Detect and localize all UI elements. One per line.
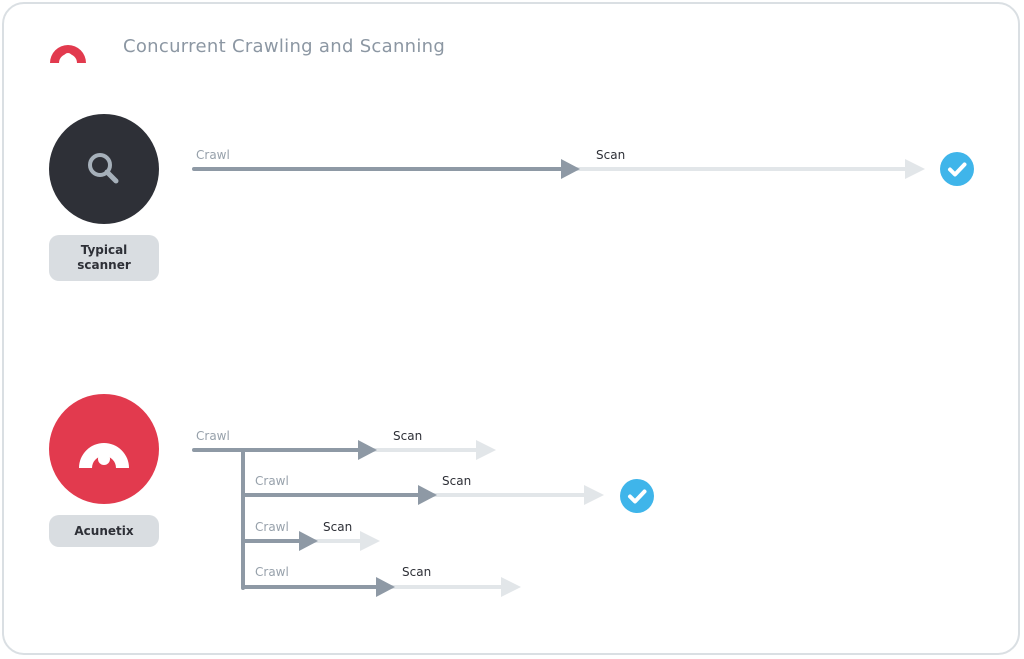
- check-icon: [948, 162, 967, 177]
- branch-4-scan-arrowhead: [501, 577, 521, 597]
- branch-4-crawl-label: Crawl: [255, 565, 289, 579]
- typical-scanner-badge: [49, 114, 159, 224]
- branch-1-crawl-arrowhead: [358, 440, 377, 460]
- typical-scan-label: Scan: [596, 148, 626, 162]
- acunetix-logo-icon: [50, 45, 86, 63]
- branch-2-scan-arrowhead: [584, 485, 604, 505]
- typical-scanner-label: Typical scanner: [49, 235, 159, 281]
- branch-4-scan-label: Scan: [402, 565, 432, 579]
- typical-crawl-arrowhead: [561, 159, 580, 179]
- acunetix-label: Acunetix: [49, 515, 159, 547]
- check-icon: [628, 489, 647, 504]
- branch-3-crawl-arrowhead: [299, 531, 318, 551]
- branch-1-scan-arrowhead: [476, 440, 496, 460]
- branch-2-crawl-label: Crawl: [255, 474, 289, 488]
- branch-3-crawl-label: Crawl: [255, 520, 289, 534]
- branch-4-crawl-arrowhead: [376, 577, 395, 597]
- typical-crawl-label: Crawl: [196, 148, 230, 162]
- search-icon: [88, 153, 119, 184]
- typical-scan-arrowhead: [905, 159, 925, 179]
- branch-1-crawl-label: Crawl: [196, 429, 230, 443]
- acunetix-check-icon: [620, 479, 654, 513]
- branch-2-crawl-arrowhead: [418, 485, 437, 505]
- typical-check-icon: [940, 152, 974, 186]
- branch-2-scan-label: Scan: [442, 474, 472, 488]
- acunetix-logo-icon: [79, 442, 129, 468]
- page-title: Concurrent Crawling and Scanning: [123, 36, 446, 57]
- acunetix-badge: [49, 394, 159, 504]
- branch-1-scan-label: Scan: [393, 429, 423, 443]
- branch-3-scan-label: Scan: [323, 520, 353, 534]
- branch-3-scan-arrowhead: [360, 531, 380, 551]
